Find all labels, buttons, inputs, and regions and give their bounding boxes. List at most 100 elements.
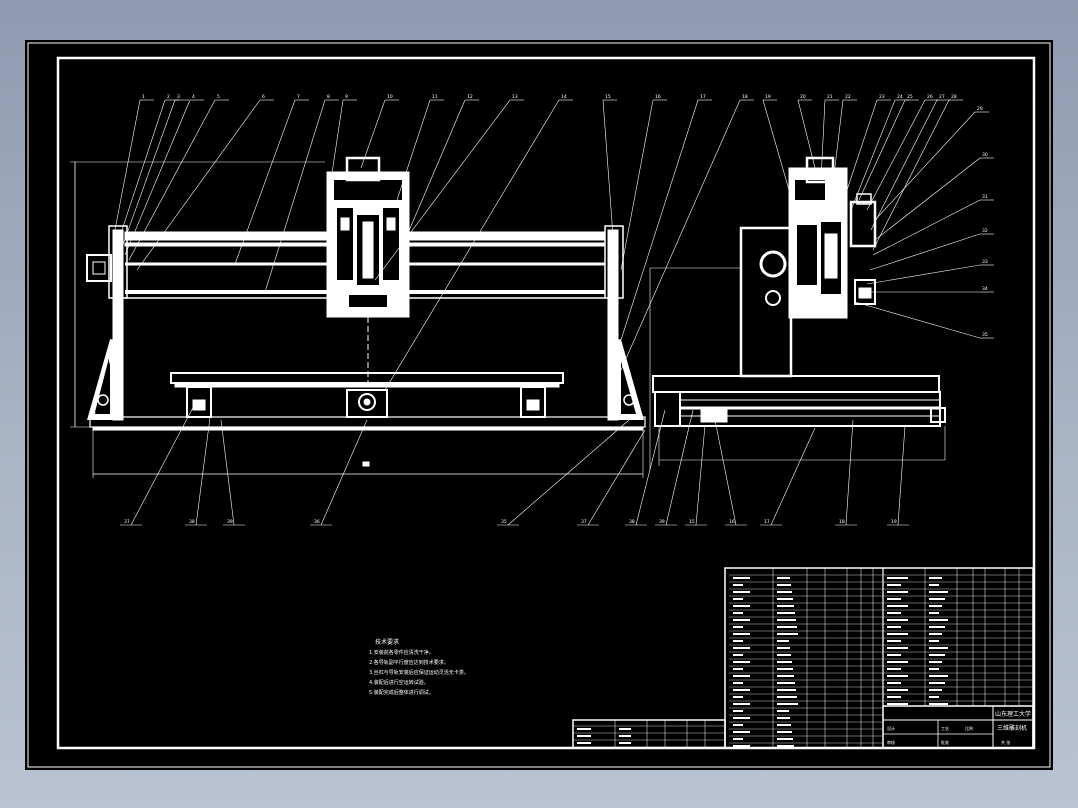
callout-number: 37 (581, 519, 587, 525)
leader-line (587, 429, 646, 526)
bom-cell-text (777, 619, 796, 621)
bom-cell-text (929, 689, 942, 691)
bom-cell-text (887, 605, 908, 607)
bom-cell-text (929, 598, 945, 600)
callout-leaders (112, 99, 994, 526)
bom-cell-text (777, 654, 791, 656)
leader-line (620, 99, 699, 341)
bom-cell-text (733, 745, 750, 747)
bom-cell-text (777, 577, 790, 579)
callout-number: 16 (655, 94, 661, 100)
bom-cell-text (777, 731, 792, 733)
bom-cell-text (929, 696, 939, 698)
callout-number: 6 (262, 94, 265, 100)
bom-cell-text (929, 682, 945, 684)
bom-cell-text (777, 668, 793, 670)
bom-cell-text (929, 584, 939, 586)
bom-cell-text (733, 577, 750, 579)
leader-line (384, 99, 560, 391)
bom-cell-text (887, 661, 908, 663)
outer-border (27, 42, 1051, 768)
leader-line (850, 99, 896, 211)
bom-cell-text (929, 661, 942, 663)
callout-number: 2 (167, 94, 170, 100)
bom-cell-text (733, 703, 750, 705)
callout-number: 17 (764, 519, 770, 525)
sign-designer: 设计 (887, 725, 895, 731)
leader-line (897, 425, 906, 526)
notes-title: 技术要求 (375, 638, 399, 646)
bom-cell-text (887, 689, 908, 691)
callout-number: 38 (629, 519, 635, 525)
bom-cell-text (733, 640, 743, 642)
callout-number: 18 (839, 519, 845, 525)
leader-line (866, 99, 926, 211)
leader-line (845, 419, 854, 526)
note-line: 4.装配后进行空运转试验。 (369, 679, 429, 686)
callout-number: 11 (432, 94, 438, 100)
bom-cell-text (887, 591, 908, 593)
bom-cell-text (929, 619, 948, 621)
callout-number: 21 (827, 94, 833, 100)
bom-cell-text (777, 724, 791, 726)
bom-cell-text (777, 745, 794, 747)
bom-cell-text (887, 654, 901, 656)
callout-number: 9 (345, 94, 348, 100)
bom-cell-text (887, 668, 901, 670)
bom-cell-text (619, 742, 631, 744)
bom-cell-text (929, 675, 948, 677)
callout-number: 25 (907, 94, 913, 100)
bom-cell-text (733, 619, 750, 621)
callout-number: 1 (142, 94, 145, 100)
bom-cell-text (929, 633, 942, 635)
bom-cell-text (929, 654, 945, 656)
leader-line (330, 99, 344, 181)
technical-notes: 技术要求 1.安装前各零件应清洗干净。 2.各导轨副平行度应达到技术要求。 3.… (369, 638, 469, 696)
bom-cell-text (929, 577, 942, 579)
bom-cell-text (777, 647, 790, 649)
bom-cell-text (733, 731, 750, 733)
leader-line (112, 99, 141, 241)
bom-cell-text (777, 710, 789, 712)
leader-line (762, 99, 790, 191)
bom-cell-text (777, 626, 797, 628)
callout-number: 37 (124, 519, 130, 525)
leader-line (404, 99, 466, 241)
bom-cell-text (887, 619, 908, 621)
callout-number: 32 (982, 228, 988, 234)
leader-line (874, 157, 981, 241)
callout-number: 30 (982, 152, 988, 158)
bom-cell-text (777, 640, 789, 642)
sign-approver: 批准 (941, 739, 949, 745)
leader-line (866, 264, 981, 285)
bom-cell-text (777, 703, 798, 705)
callout-number: 22 (845, 94, 851, 100)
bom-cell-text (733, 647, 750, 649)
leader-line (830, 99, 844, 201)
bom-cell-text (733, 696, 743, 698)
callout-number: 12 (467, 94, 473, 100)
bom-cell-text (733, 717, 750, 719)
callout-number: 39 (659, 519, 665, 525)
bom-cell-text (929, 612, 939, 614)
leader-line (264, 99, 326, 293)
bom-cell-text (733, 591, 750, 593)
bom-cell-text (887, 612, 901, 614)
leader-line (872, 99, 950, 251)
callout-number: 34 (982, 286, 988, 292)
bom-cell-text (929, 703, 948, 705)
bom-cell-text (577, 742, 591, 744)
leader-line (635, 409, 666, 526)
leader-line (836, 99, 878, 221)
bom-cell-text (777, 661, 792, 663)
leader-line (396, 99, 431, 201)
bom-cell-text (777, 738, 793, 740)
bom-cell-text (777, 612, 795, 614)
bom-cell-text (887, 633, 908, 635)
bom-cell-text (577, 735, 591, 737)
bom-cell-text (777, 717, 790, 719)
scale-label: 比例 (965, 725, 973, 731)
